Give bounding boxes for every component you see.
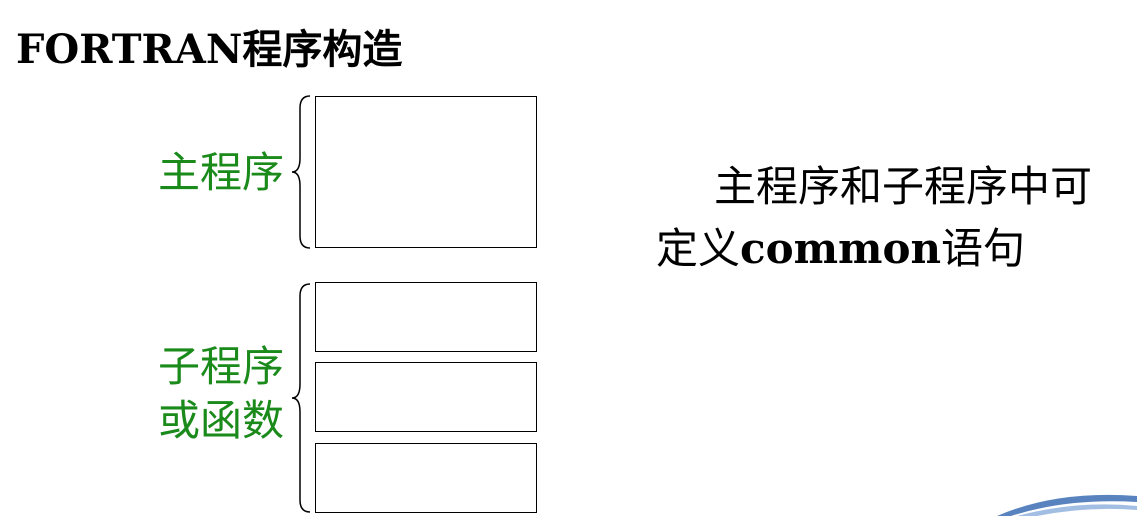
subprogram-label-line2: 或函数 xyxy=(158,396,285,445)
note-line-1: 主程序和子程序中可 xyxy=(714,162,1093,211)
subprogram-box-3 xyxy=(315,443,537,513)
subprogram-brace xyxy=(291,283,311,513)
main-program-label: 主程序 xyxy=(158,148,285,197)
subprogram-box-1 xyxy=(315,282,537,352)
decorative-swoosh xyxy=(997,494,1137,516)
main-program-box xyxy=(315,96,537,248)
note-line-2: 定义common语句 xyxy=(656,218,1137,280)
page-title: FORTRAN程序构造 xyxy=(16,26,403,73)
note-line-2-prefix: 定义 xyxy=(656,224,741,273)
note-line-2-suffix: 语句 xyxy=(941,224,1026,273)
subprogram-label-line1: 子程序 xyxy=(158,342,285,391)
common-statement-note: 主程序和子程序中可 定义common语句 xyxy=(656,156,1137,280)
subprogram-box-2 xyxy=(315,362,537,432)
main-program-brace xyxy=(291,95,311,249)
note-keyword-common: common xyxy=(740,224,942,273)
